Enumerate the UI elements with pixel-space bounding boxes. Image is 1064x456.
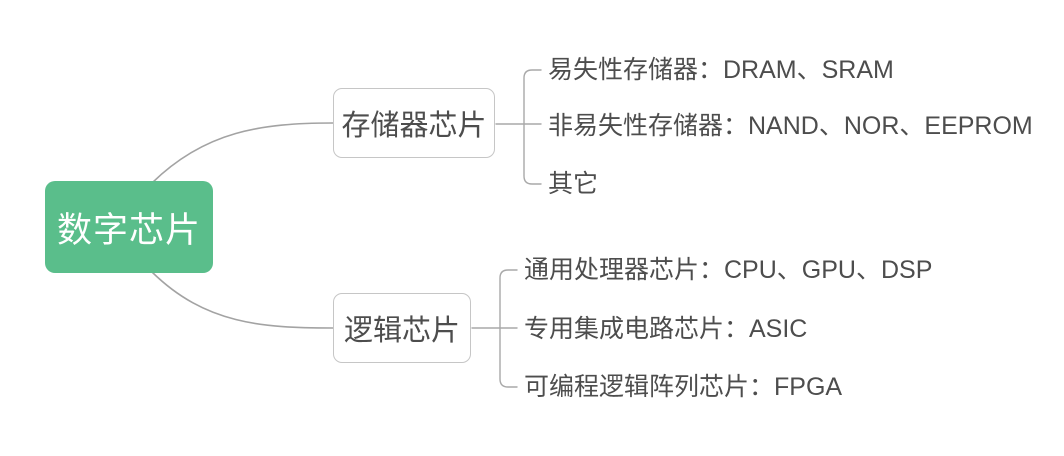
leaf-other-memory[interactable]: 其它 (548, 170, 599, 198)
leaf-volatile-memory[interactable]: 易失性存储器：DRAM、SRAM (548, 56, 894, 84)
root-node-label: 数字芯片 (56, 210, 201, 250)
branch-node-logic-chip[interactable]: 逻辑芯片 (333, 293, 471, 363)
branch-node-memory-chip[interactable]: 存储器芯片 (333, 88, 495, 158)
branch-logic-label: 逻辑芯片 (343, 315, 460, 347)
branch-memory-label: 存储器芯片 (341, 110, 487, 142)
connector-root-to-logic (151, 271, 334, 329)
bracket-logic (499, 269, 518, 388)
leaf-nonvolatile-memory[interactable]: 非易失性存储器：NAND、NOR、EEPROM (548, 112, 1033, 140)
leaf-fpga[interactable]: 可编程逻辑阵列芯片：FPGA (524, 373, 843, 401)
bracket-memory (523, 69, 542, 185)
leaf-general-processor[interactable]: 通用处理器芯片：CPU、GPU、DSP (524, 256, 933, 284)
root-node-digital-chip[interactable]: 数字芯片 (45, 181, 213, 273)
connector-root-to-memory (151, 122, 334, 184)
leaf-asic[interactable]: 专用集成电路芯片：ASIC (524, 315, 808, 343)
